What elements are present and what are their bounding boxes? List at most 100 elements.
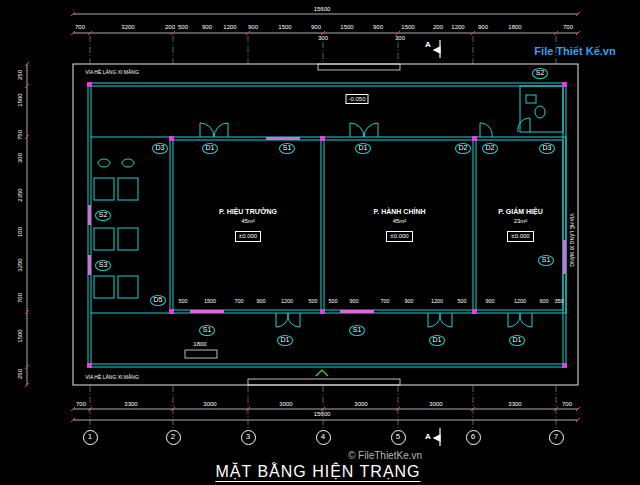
tag-code: D1	[359, 144, 368, 152]
dimension-text: 500	[457, 299, 466, 305]
dimension-text: 3000	[279, 401, 292, 407]
door-window-tag: D2	[455, 143, 471, 154]
tag-code: S3	[99, 261, 108, 269]
axis-number: 1	[88, 433, 92, 442]
dimension-text: 3250	[17, 258, 23, 271]
tag-code: D2	[459, 144, 468, 152]
dimension-text: VỈA HÈ LÁNG XI MĂNG	[569, 213, 574, 267]
door-window-tag: D1	[429, 335, 445, 346]
axis-number: 3	[246, 433, 250, 442]
dimension-text: 100	[17, 227, 23, 237]
dimension-text: 1200	[431, 299, 443, 305]
door-window-tag: S2	[95, 210, 111, 221]
dimension-text: 3000	[354, 401, 367, 407]
door-window-tag: D1	[355, 143, 371, 154]
door-window-tag: D1	[509, 335, 525, 346]
tag-code: D1	[206, 144, 215, 152]
dimension-text: 900	[311, 24, 321, 30]
dimension-text: 1500	[17, 329, 23, 342]
axis-number: 7	[554, 433, 558, 442]
grid-axis-bubble: 6	[466, 430, 481, 445]
tag-code: D3	[156, 144, 165, 152]
tag-code: D5	[154, 296, 163, 304]
tag-code: D1	[281, 336, 290, 344]
door-window-tag: D3	[152, 143, 168, 154]
door-window-tag: D3	[539, 143, 555, 154]
axis-number: 6	[471, 433, 475, 442]
dimension-text: 200	[165, 24, 175, 30]
tag-code: S1	[542, 256, 551, 264]
door-window-tag: D5	[150, 295, 166, 306]
dimension-text: 1500	[17, 93, 23, 106]
dimension-text: 250	[17, 70, 23, 80]
dimension-text: 1500	[278, 24, 291, 30]
dimension-text: 15600	[314, 6, 331, 12]
dimension-text: 900	[404, 299, 413, 305]
dimension-text: 1800	[193, 341, 206, 347]
tag-code: S1	[353, 326, 362, 334]
room-outline: P. HIỆU TRƯỞNG45m²±0.000D1S1	[175, 141, 321, 309]
tag-code: D2	[486, 144, 495, 152]
dimension-text: A	[425, 41, 431, 49]
drawing-title: MẶT BẰNG HIỆN TRẠNG	[215, 464, 420, 482]
tag-code: S1	[203, 326, 212, 334]
dimension-text: 900	[373, 24, 383, 30]
axis-number: 4	[321, 433, 325, 442]
door-window-tag: S3	[95, 260, 111, 271]
dimension-text: 1500	[340, 24, 353, 30]
tag-code: S2	[99, 211, 108, 219]
dimension-text: 500	[328, 299, 337, 305]
grid-axis-bubble: 5	[391, 430, 406, 445]
tag-code: S2	[536, 69, 545, 77]
door-window-tag: S1	[279, 143, 295, 154]
dimension-text: 500	[308, 299, 317, 305]
dimension-text: 700	[75, 24, 85, 30]
room-area: 45m²	[393, 218, 407, 225]
dimension-text: 1500	[401, 24, 414, 30]
door-window-tag: S1	[349, 325, 365, 336]
room-area: 23m²	[514, 218, 528, 225]
grid-axis-bubble: 7	[549, 430, 564, 445]
dimension-text: 700	[563, 24, 573, 30]
dimension-text: 1800	[508, 24, 521, 30]
dimension-text: 3300	[124, 401, 137, 407]
dimension-text: 900	[349, 299, 358, 305]
tag-code: D1	[513, 336, 522, 344]
axis-number: 2	[171, 433, 175, 442]
dimension-text: 700	[562, 401, 572, 407]
dimension-text: -0.050	[345, 94, 368, 104]
grid-axis-bubble: 2	[166, 430, 181, 445]
dimension-text: 500	[178, 299, 187, 305]
dimension-text: 900	[202, 24, 212, 30]
dimension-text: 900	[256, 299, 265, 305]
floor-level: ±0.000	[386, 231, 412, 242]
dimension-text: 2350	[17, 188, 23, 201]
dimension-text: 300	[17, 153, 23, 163]
grid-axis-bubble: 4	[316, 430, 331, 445]
dimension-text: 200	[433, 24, 443, 30]
dimension-text: 600	[539, 299, 548, 305]
room-name: P. HÀNH CHÍNH	[374, 208, 426, 216]
dimension-text: 500	[178, 24, 188, 30]
dimension-text: 3000	[429, 401, 442, 407]
dimension-text: 750	[17, 130, 23, 140]
dimension-text: 700	[17, 293, 23, 303]
door-window-tag: D2	[482, 143, 498, 154]
dimension-text: 1500	[204, 299, 216, 305]
dimension-text: 15600	[314, 411, 331, 417]
floor-level: ±0.000	[507, 231, 533, 242]
door-window-tag: D1	[277, 335, 293, 346]
dimension-text: 3000	[203, 401, 216, 407]
room-outline: P. GIÁM HIỆU 23m² ±0.000 D2 D3S1	[478, 141, 563, 309]
grid-axis-bubble: 1	[83, 430, 98, 445]
watermark: © FileThietKe.vn	[348, 451, 422, 461]
room-name: P. GIÁM HIỆU	[498, 208, 543, 216]
dimension-text: 300	[318, 35, 328, 41]
dimension-text: 900	[248, 24, 258, 30]
dimension-text: 700	[380, 299, 389, 305]
dimension-text: VỈA HÈ LÁNG XI MĂNG	[85, 70, 139, 75]
tag-code: D1	[433, 336, 442, 344]
dimension-text: 350	[554, 299, 563, 305]
room-outline: P. HÀNH CHÍNH 45m² ±0.000 D1 D2	[326, 141, 473, 309]
